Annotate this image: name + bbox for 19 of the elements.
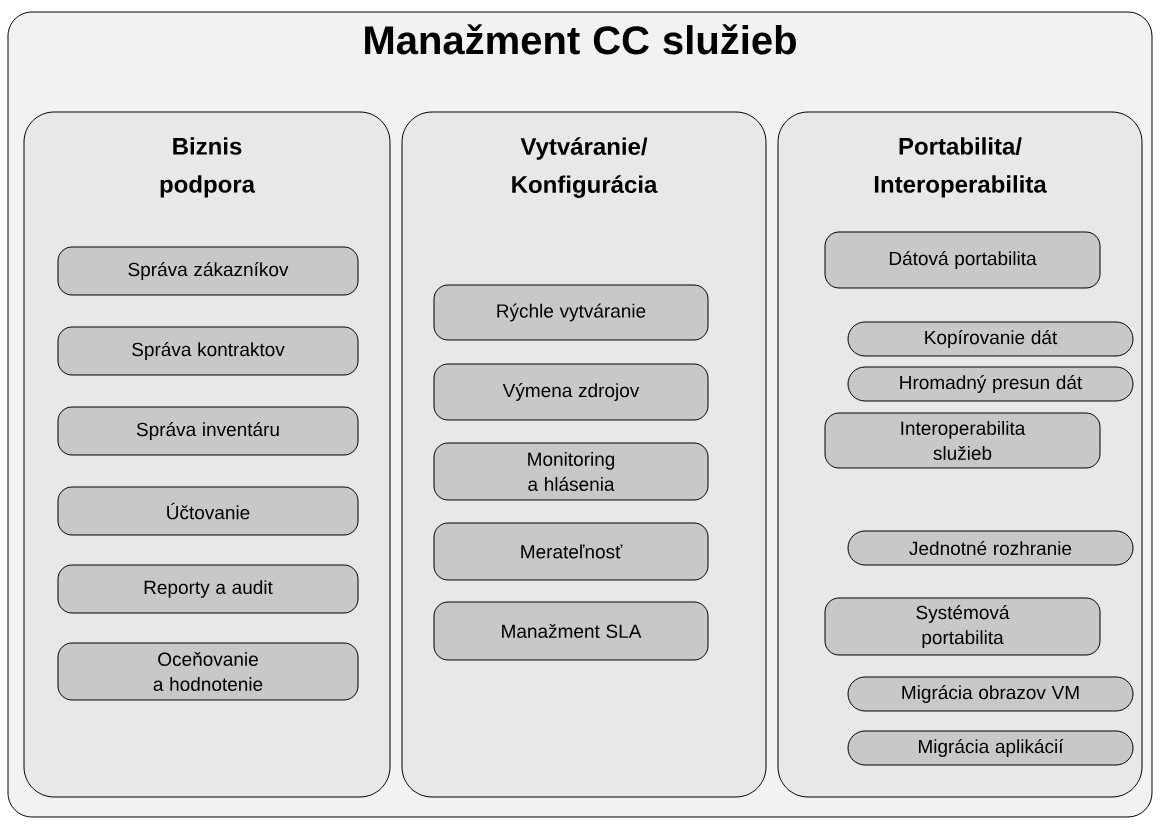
function-box: Rýchle vytváranie	[433, 284, 709, 341]
function-box: Interoperabilita služieb	[824, 412, 1101, 469]
function-box: Výmena zdrojov	[433, 363, 709, 421]
function-box: Dátová portabilita	[824, 231, 1101, 289]
function-box: Merateľnosť	[433, 522, 709, 581]
function-box: Monitoring a hlásenia	[433, 442, 709, 501]
function-pill: Migrácia aplikácií	[847, 730, 1134, 766]
function-pill: Migrácia obrazov VM	[847, 676, 1134, 712]
function-pill: Jednotné rozhranie	[847, 530, 1134, 566]
function-box: Správa kontraktov	[57, 326, 359, 376]
function-box: Účtovanie	[57, 486, 359, 536]
function-box: Správa zákazníkov	[57, 246, 359, 296]
function-box: Systémová portabilita	[824, 597, 1101, 656]
function-pill: Hromadný presun dát	[847, 366, 1134, 402]
function-box: Manažment SLA	[433, 601, 709, 661]
function-box: Správa inventáru	[57, 406, 359, 456]
function-pill: Kopírovanie dát	[847, 321, 1134, 357]
function-box: Reporty a audit	[57, 564, 359, 614]
function-box: Oceňovanie a hodnotenie	[57, 642, 359, 701]
